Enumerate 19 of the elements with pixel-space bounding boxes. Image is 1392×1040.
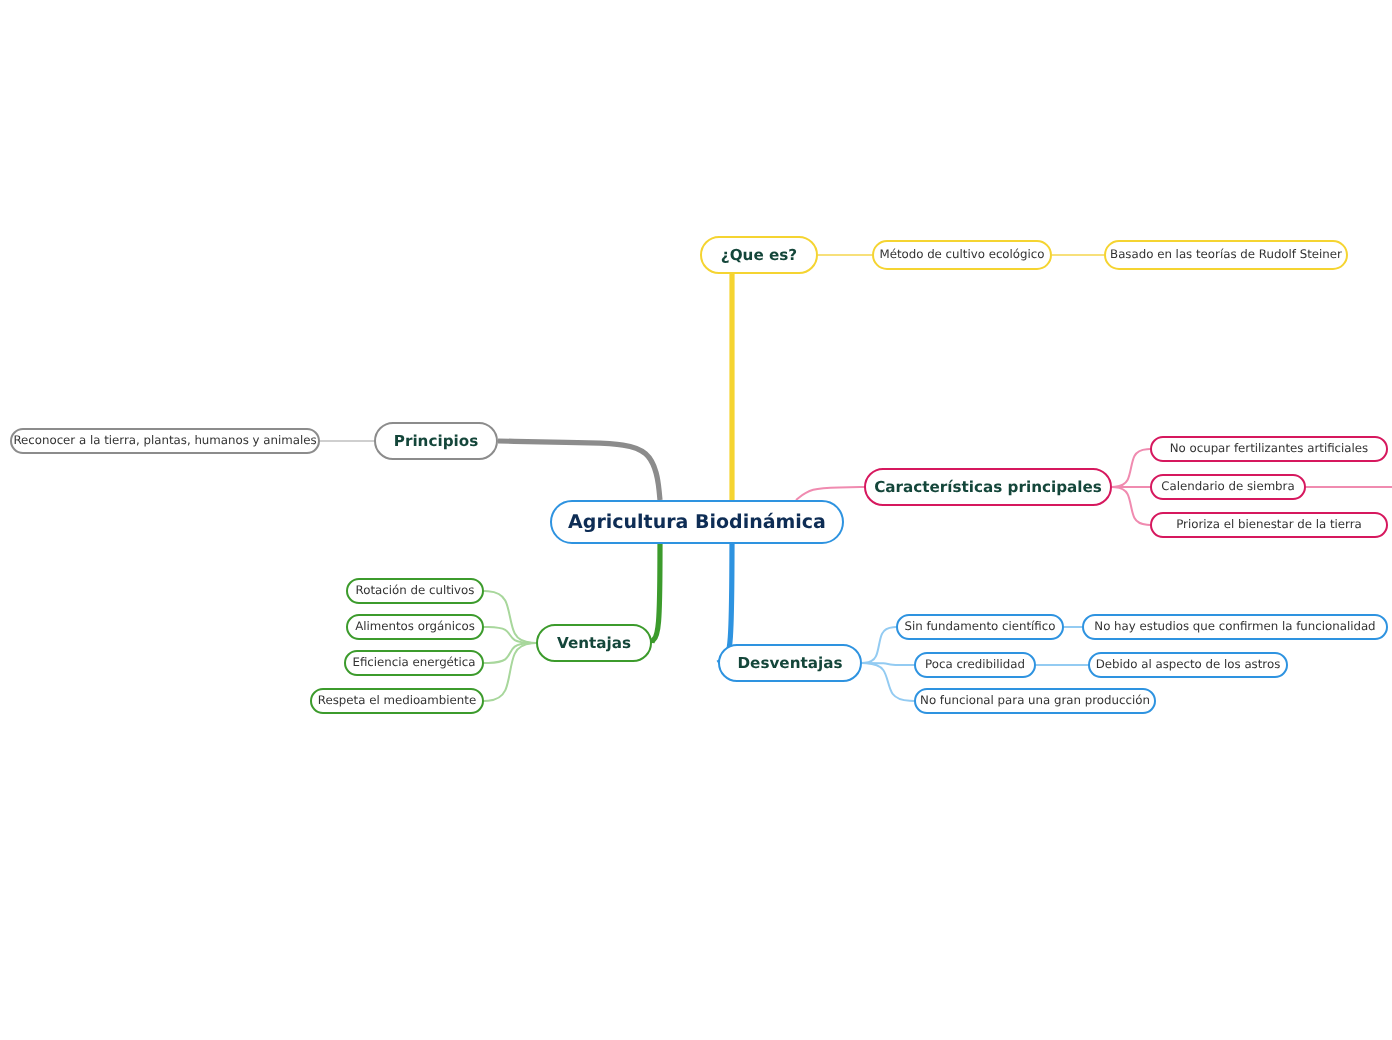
connector-line xyxy=(861,626,897,664)
connector-line xyxy=(483,642,537,702)
connector-line xyxy=(795,486,865,501)
connector-line xyxy=(319,440,375,442)
connector-line xyxy=(1111,486,1151,526)
connector-line xyxy=(1111,486,1151,488)
connector-line xyxy=(483,590,537,644)
connector-line xyxy=(497,438,663,501)
connector-line xyxy=(861,662,915,702)
connector-line xyxy=(1111,448,1151,488)
connector-line xyxy=(1035,664,1089,666)
connector-line xyxy=(1051,254,1105,256)
connector-line xyxy=(483,642,537,664)
central-topic: Agricultura Biodinámica xyxy=(550,500,844,544)
connector-line xyxy=(649,544,663,646)
connector-line xyxy=(817,254,873,256)
connector-line xyxy=(729,274,735,500)
connector-line xyxy=(1305,486,1392,488)
connector-line xyxy=(1063,626,1083,628)
